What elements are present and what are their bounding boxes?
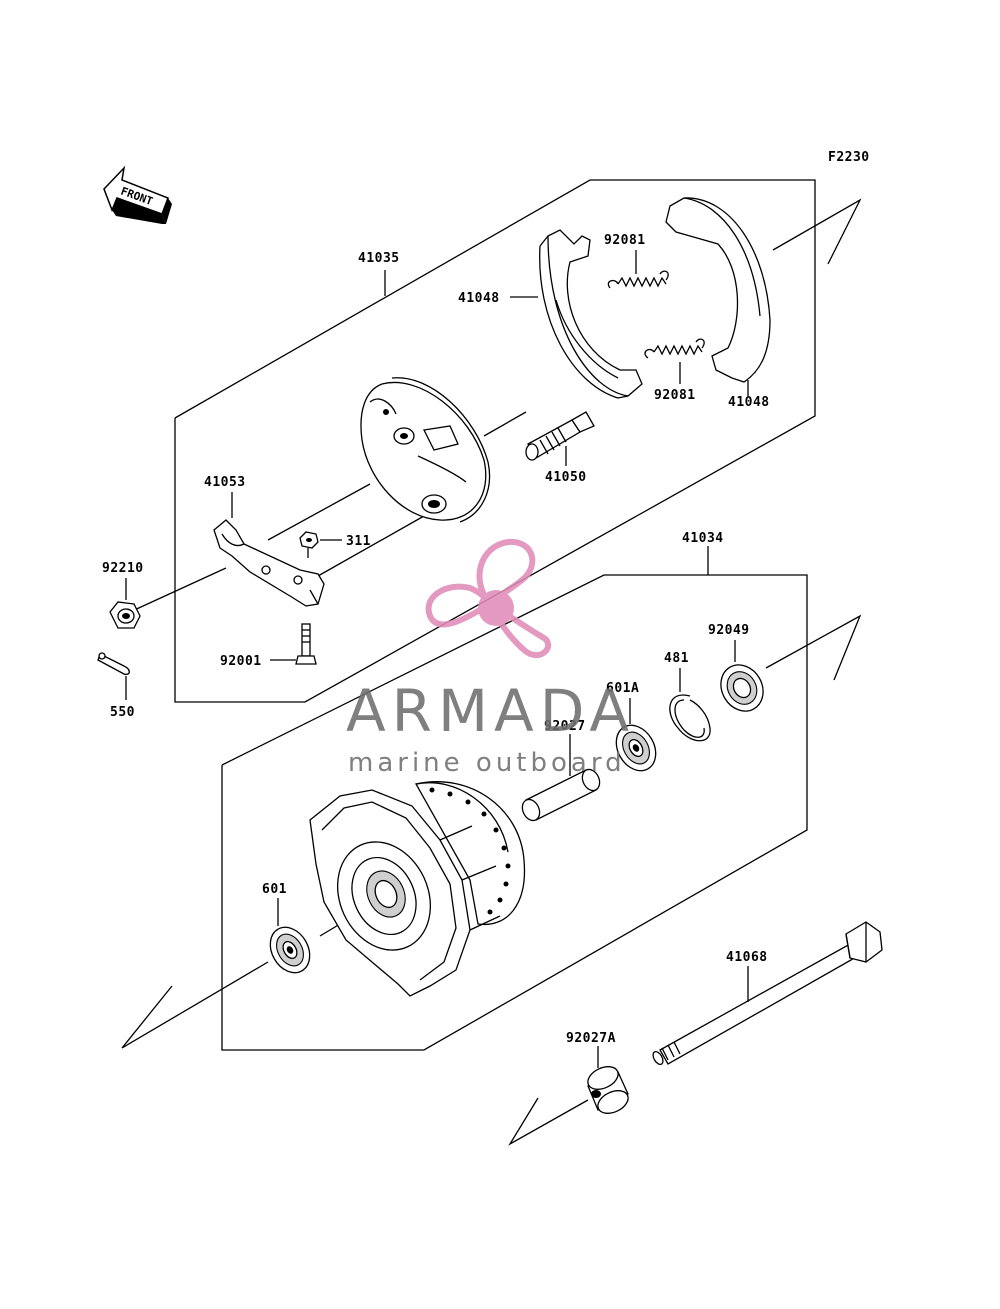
armada-watermark: ARMADA marine outboard — [346, 538, 635, 778]
label-41050: 41050 — [545, 470, 587, 485]
label-92081-lower: 92081 — [654, 388, 696, 403]
spacer-92027 — [521, 768, 601, 822]
axle-41068 — [652, 921, 883, 1066]
brake-shoe-right — [665, 197, 771, 383]
label-601A: 601A — [606, 681, 639, 696]
label-92027A: 92027A — [566, 1031, 616, 1046]
label-41035: 41035 — [358, 251, 400, 266]
figure-code: F2230 — [828, 150, 870, 165]
label-481: 481 — [664, 651, 689, 666]
label-41068: 41068 — [726, 950, 768, 965]
label-41048-left: 41048 — [458, 291, 500, 306]
label-92049: 92049 — [708, 623, 750, 638]
label-550: 550 — [110, 705, 135, 720]
watermark-brand: ARMADA — [346, 677, 635, 745]
label-92210: 92210 — [102, 561, 144, 576]
watermark-tagline: marine outboard — [348, 748, 626, 778]
brake-arm — [213, 519, 325, 607]
label-92027: 92027 — [544, 719, 586, 734]
bearing-601 — [269, 926, 311, 974]
nut-92210 — [109, 601, 141, 629]
propeller-logo-icon — [425, 538, 552, 659]
oil-seal-92049 — [720, 664, 764, 712]
label-41048-right: 41048 — [728, 395, 770, 410]
label-92001: 92001 — [220, 654, 262, 669]
brake-shoe-left — [539, 229, 643, 399]
collar-92027A — [587, 1066, 629, 1114]
nut-311 — [299, 531, 319, 558]
hub-group-frame — [221, 546, 808, 1051]
bearing-601A — [615, 724, 657, 772]
upper-axis-lines — [129, 198, 862, 613]
label-92081-upper: 92081 — [604, 233, 646, 248]
label-601: 601 — [262, 882, 287, 897]
bolt-92001 — [295, 623, 317, 665]
label-41034: 41034 — [682, 531, 724, 546]
brake-panel — [360, 377, 491, 523]
label-41053: 41053 — [204, 475, 246, 490]
label-311: 311 — [346, 534, 371, 549]
wheel-hub — [309, 781, 526, 997]
brake-camshaft — [525, 411, 595, 461]
spring-upper — [607, 270, 669, 289]
circlip-481 — [669, 694, 711, 742]
spring-lower — [644, 338, 705, 359]
front-arrow-icon: FRONT — [103, 165, 172, 224]
brake-panel-group-frame — [174, 179, 816, 703]
cotter-pin-550 — [97, 652, 130, 676]
